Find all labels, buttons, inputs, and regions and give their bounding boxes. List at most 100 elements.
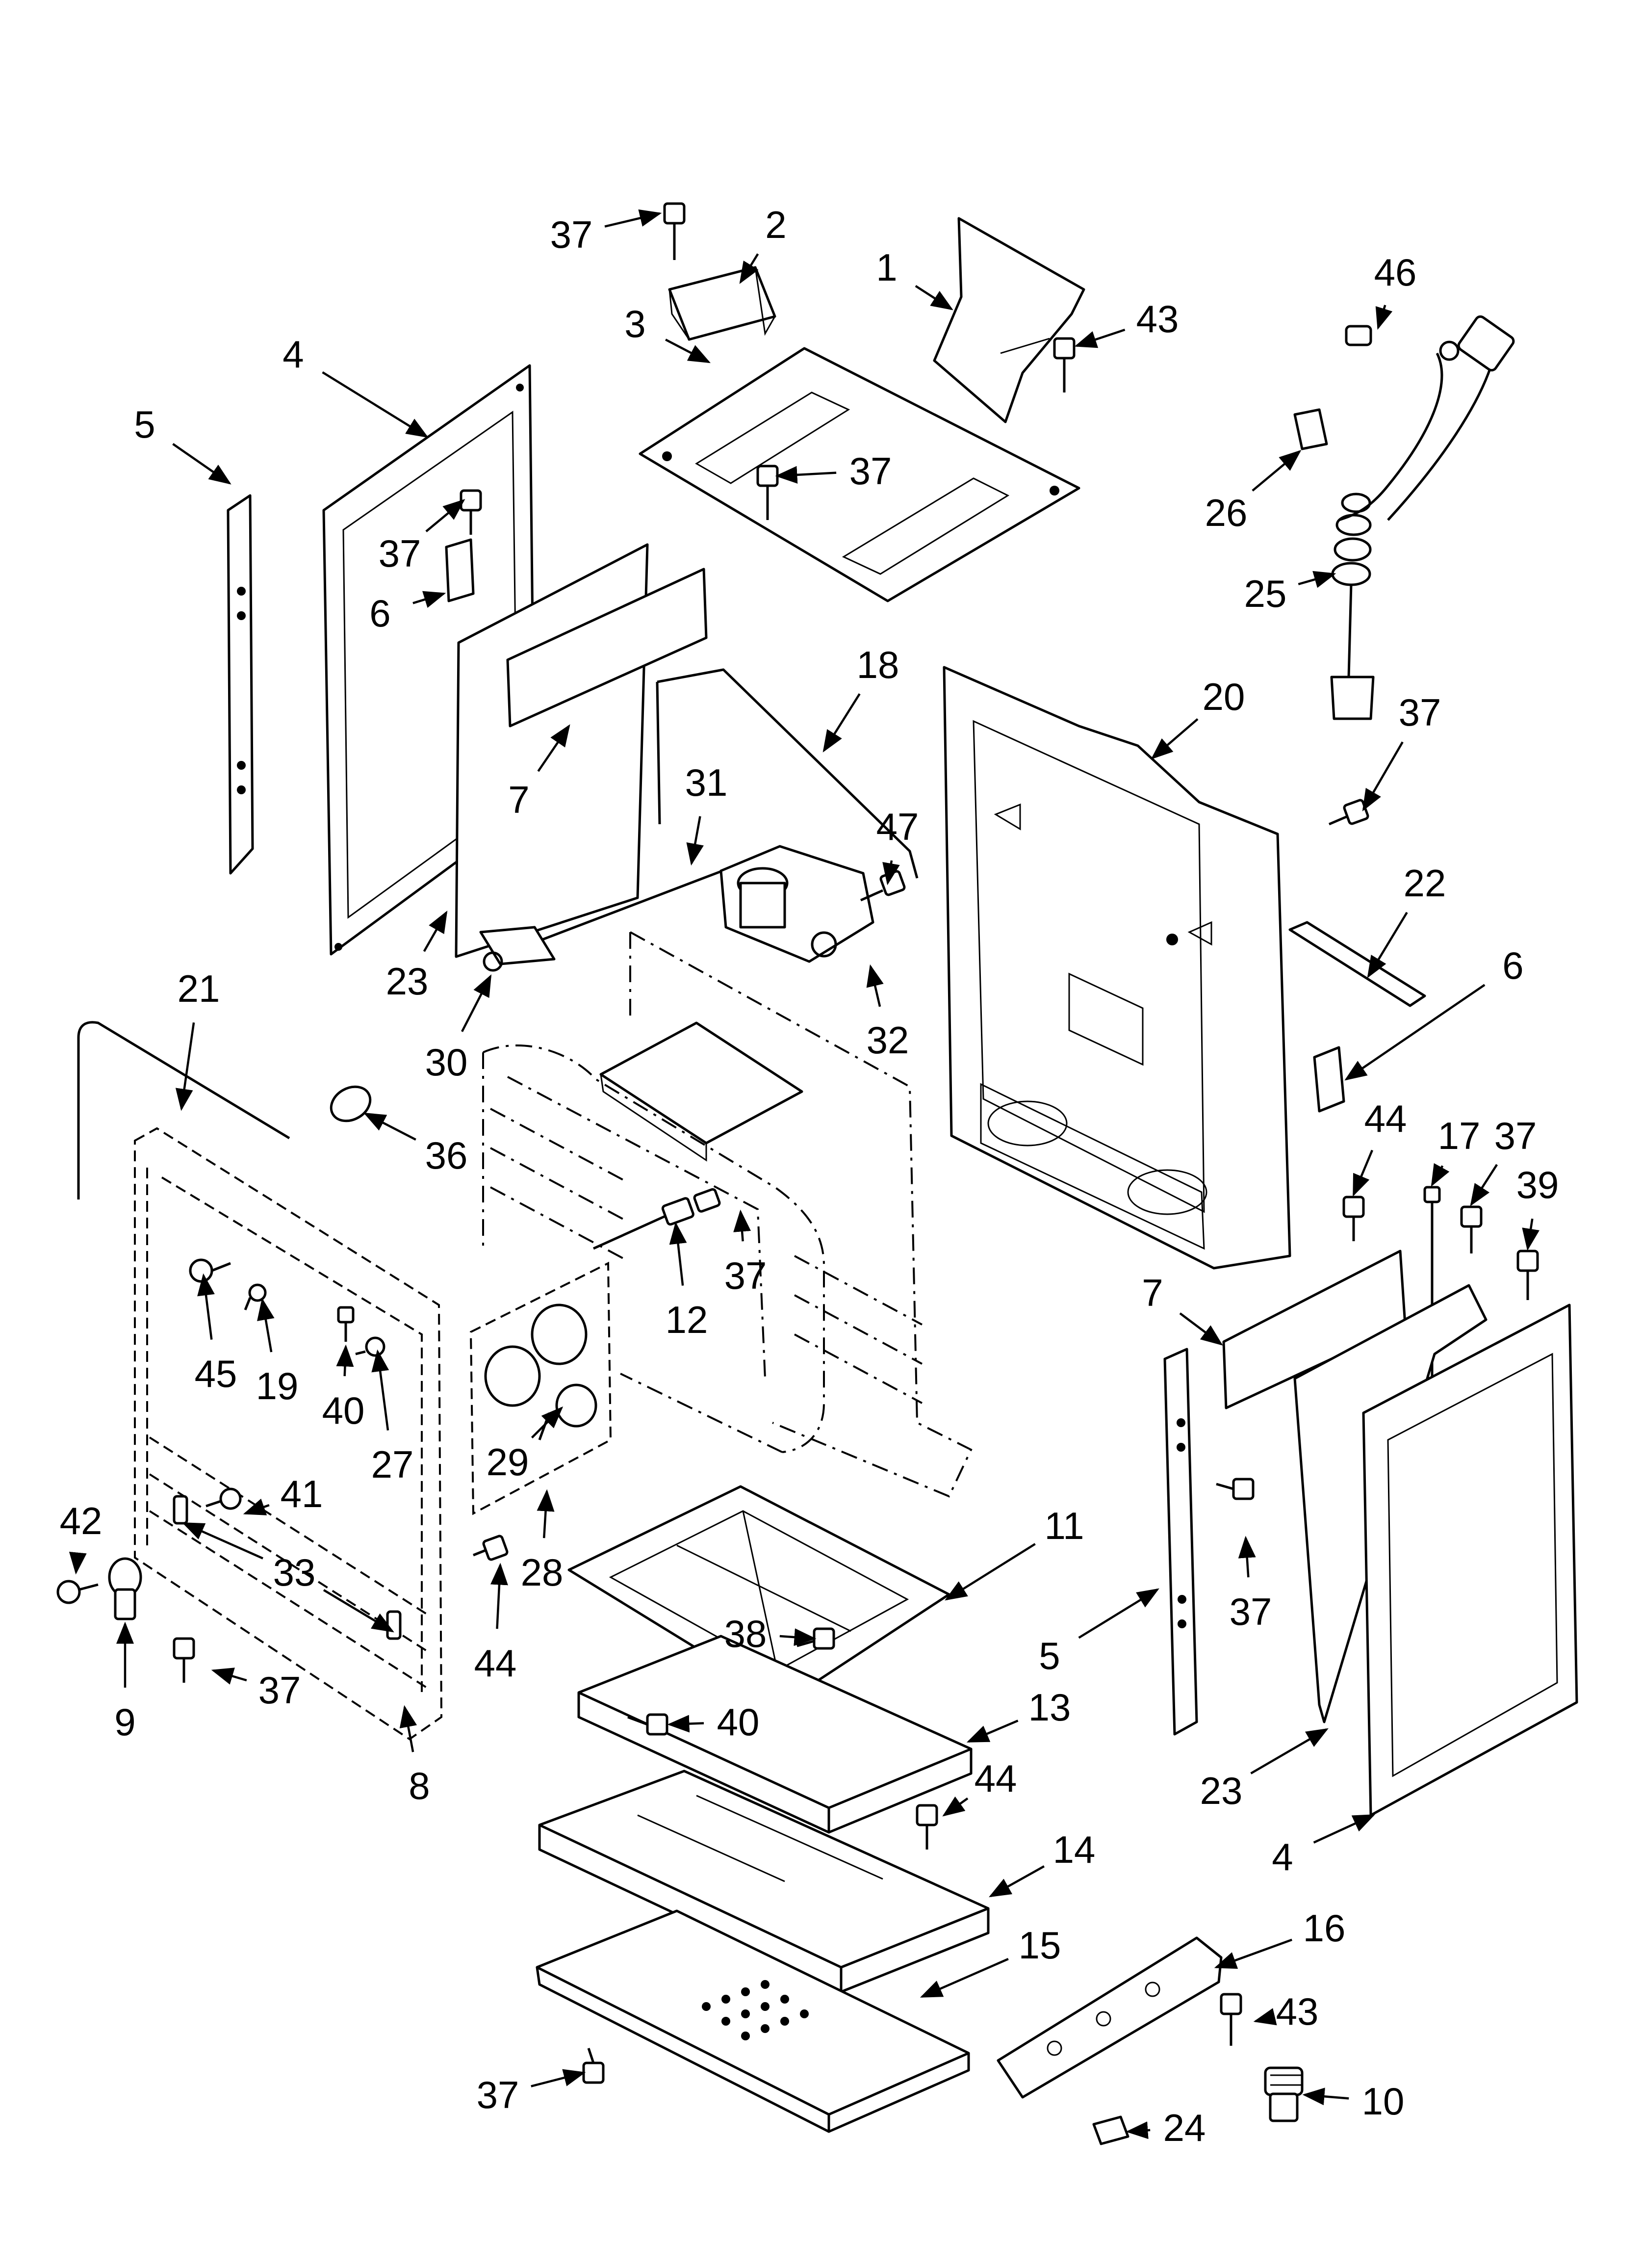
leader-arrow (1298, 571, 1336, 588)
leader-arrow (172, 443, 231, 485)
leader-arrow (531, 2069, 586, 2087)
part-32-regulator (719, 845, 874, 963)
callout-label: 30 (425, 1041, 468, 1084)
leader-arrow (1214, 1938, 1292, 1969)
leader-arrow (537, 1489, 555, 1538)
callout-label: 16 (1303, 1906, 1346, 1950)
part-1-vent-plate (933, 217, 1085, 423)
callout-label: 31 (685, 761, 728, 804)
part-21-door-seal (77, 1021, 290, 1199)
leader-arrow (822, 693, 861, 753)
leader-arrow (1179, 1312, 1223, 1346)
leader-arrow (537, 724, 570, 772)
screw-40-drawer (627, 1713, 668, 1736)
callout-label: 43 (1276, 1990, 1319, 2033)
callout-label: 8 (409, 1764, 430, 1807)
callout-label: 40 (717, 1700, 760, 1744)
oven-cavity (482, 931, 973, 1498)
leader-arrow (1151, 718, 1199, 759)
screw-37-right-rail (1216, 1478, 1255, 1500)
leader-arrow (686, 816, 704, 866)
callout-label: 37 (1494, 1114, 1537, 1157)
part-12-igniter (592, 1188, 721, 1250)
leader-arrow (181, 1522, 263, 1560)
leader-arrow (920, 1957, 1009, 1998)
leader-arrows (69, 209, 1539, 2139)
part-25-power-cord (1293, 315, 1515, 720)
screw-44-right (1342, 1196, 1365, 1241)
part-22-rail (1288, 921, 1426, 1007)
callout-label: 11 (1045, 1504, 1084, 1547)
leader-arrow (69, 1551, 87, 1575)
callout-label: 41 (281, 1472, 323, 1515)
part-36-plug (330, 1085, 372, 1122)
leader-arrow (866, 964, 884, 1007)
callout-label: 7 (508, 778, 529, 821)
callout-label: 28 (521, 1551, 564, 1594)
leader-arrow (336, 1344, 354, 1377)
callout-label: 37 (724, 1254, 767, 1297)
callout-label: 40 (322, 1389, 365, 1432)
callout-label: 29 (487, 1440, 529, 1484)
part-7-right-shield (1222, 1250, 1488, 1723)
part-31-rod (479, 852, 768, 972)
callout-label: 39 (1516, 1163, 1559, 1206)
callout-label: 25 (1244, 572, 1287, 615)
part-27-pin (355, 1336, 385, 1357)
leader-arrow (1126, 2121, 1151, 2139)
part-33-clip-b (386, 1610, 402, 1640)
leader-arrow (739, 253, 759, 284)
part-6-clip-left (445, 538, 475, 602)
callout-label: 10 (1362, 2080, 1405, 2123)
part-13-drawer (577, 1635, 973, 1834)
leader-arrow (175, 1022, 195, 1111)
callout-label: 37 (849, 449, 892, 493)
callout-label: 37 (550, 213, 593, 256)
leader-arrow (1362, 741, 1404, 811)
screw-37-base (582, 2048, 605, 2084)
screw-39 (1516, 1250, 1539, 1300)
part-9-hinge (108, 1557, 142, 1620)
callout-label: 23 (386, 960, 429, 1003)
leader-arrow (531, 1406, 564, 1439)
screw-37-panel (756, 465, 779, 520)
screw-37-left-panel (460, 489, 482, 535)
leader-arrow (1375, 305, 1393, 330)
leader-arrow (425, 499, 465, 532)
leader-arrow (1078, 1588, 1159, 1639)
callout-label: 45 (195, 1352, 237, 1395)
callout-label: 5 (1039, 1634, 1060, 1677)
part-3-top-panel (639, 347, 1080, 602)
callout-label: 44 (975, 1757, 1017, 1800)
leader-arrow (490, 1563, 508, 1629)
screw-37-rear (1329, 799, 1369, 826)
leader-arrow (733, 1209, 751, 1242)
leader-arrow (323, 1589, 394, 1633)
part-24-clip (1092, 2115, 1129, 2145)
leader-arrow (461, 974, 492, 1032)
callout-label: 37 (477, 2073, 519, 2116)
part-15-base-plate (536, 1909, 970, 2133)
leader-arrow (779, 1628, 817, 1646)
leader-arrow (945, 1543, 1036, 1601)
leader-arrow (1074, 329, 1126, 348)
callout-label: 14 (1053, 1828, 1096, 1871)
callout-label: 22 (1404, 861, 1446, 905)
leader-arrow (399, 1705, 417, 1752)
screw-44-drawer (916, 1804, 938, 1850)
leader-arrow (1253, 2008, 1277, 2026)
callout-label: 44 (1364, 1097, 1407, 1140)
callout-label: 5 (134, 403, 155, 446)
callout-label: 17 (1438, 1114, 1481, 1157)
part-28-knob-box (469, 1261, 612, 1515)
callout-label: 9 (114, 1700, 135, 1744)
screw-37-door (173, 1637, 195, 1683)
leader-arrow (1302, 2087, 1349, 2106)
leader-arrow (1252, 450, 1302, 492)
screw-37-right-top (1460, 1205, 1483, 1253)
callout-label: 47 (876, 805, 919, 848)
callout-label: 42 (60, 1499, 103, 1542)
callout-label: 33 (273, 1551, 316, 1594)
leader-arrow (942, 1796, 969, 1817)
